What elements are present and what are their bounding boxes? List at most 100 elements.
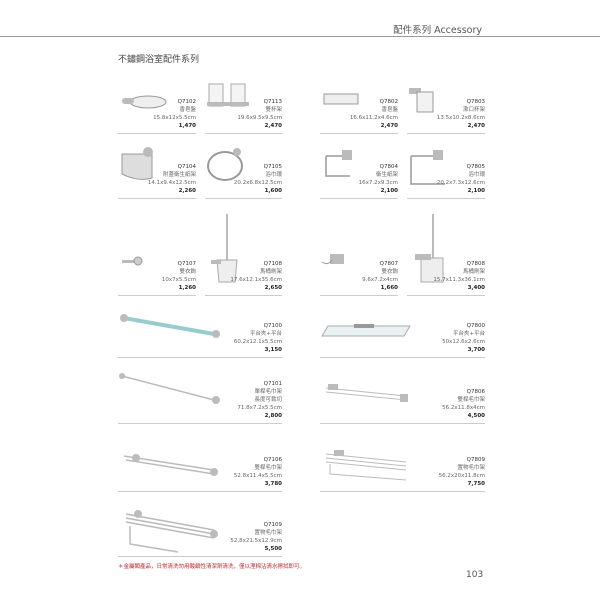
product-image (207, 148, 243, 181)
product-name: 置物毛巾架 (457, 465, 485, 471)
product-size: 52.8x11.4x5.5cm (233, 473, 282, 479)
product-q7104: Q7104 附蓋衛生紙架 14.1x9.4x12.5cm 2,260 (118, 142, 196, 199)
product-image (409, 88, 434, 113)
product-image (325, 384, 408, 402)
product-image (207, 83, 249, 107)
product-price: 3,400 (467, 285, 485, 291)
product-image (321, 254, 344, 265)
product-price: 7,750 (467, 481, 485, 487)
product-size: 50x12.6x2.6cm (442, 339, 485, 345)
product-image (122, 95, 167, 109)
product-code: Q7101 (263, 381, 282, 387)
product-q7808: Q7808 馬桶刷架 15.7x11.3x36.1cm 3,400 (407, 210, 485, 296)
product-name: 雙桿毛巾架 (457, 397, 485, 403)
page-number: 103 (466, 570, 484, 580)
product-code: Q7100 (263, 323, 282, 329)
product-size: 15.7x11.3x36.1cm (433, 277, 485, 283)
product-q7109: Q7109 置物毛巾架 52.8x21.5x12.9cm 5,500 (118, 500, 282, 557)
product-code: Q7800 (466, 323, 485, 329)
product-image (325, 450, 407, 481)
product-q7108: Q7108 馬桶刷架 17.6x12.1x35.6cm 2,650 (205, 210, 282, 296)
product-name: 浴巾環 (468, 172, 485, 178)
product-size: 10x7x5.5cm (161, 277, 196, 283)
product-code: Q7109 (263, 522, 282, 528)
product-price: 2,470 (380, 123, 398, 129)
product-code: Q7805 (466, 164, 485, 170)
product-size: 16x7.2x9.3cm (358, 180, 398, 186)
product-price: 5,500 (264, 546, 282, 552)
product-code: Q7106 (263, 457, 282, 463)
product-code: Q7804 (379, 164, 398, 170)
product-image (122, 256, 143, 266)
product-image (211, 214, 238, 283)
section-header: 配件系列 Accessory (393, 25, 482, 36)
product-name: 雙桿毛巾架 (254, 465, 282, 471)
product-image (119, 373, 220, 404)
product-price: 1,470 (178, 123, 196, 129)
product-name: 雙杯架 (265, 107, 282, 113)
product-price: 2,470 (467, 123, 485, 129)
product-q7800: Q7800 平台夾+平台 50x12.6x2.6cm 3,700 (320, 310, 485, 358)
product-size: 9.6x7.2x4cm (362, 277, 398, 283)
product-name: 香皂盤 (179, 107, 196, 113)
product-q7102: Q7102 香皂盤 15.8x12x5.5cm 1,470 (118, 82, 196, 134)
product-q7804: Q7804 衛生紙架 16x7.2x9.3cm 2,100 (320, 142, 398, 199)
product-name: 雙衣鉤 (381, 269, 398, 275)
care-note: ＊金屬類產品，日常清洗勿用酸鹼性清潔劑清洗，僅以溼棉沾清水擦拭即可。 (118, 564, 306, 570)
product-name: 香皂盤 (381, 107, 398, 113)
product-size: 20.2x7.3x12.6cm (436, 180, 485, 186)
product-name: 馬桶刷架 (462, 269, 485, 275)
product-code: Q7108 (263, 261, 282, 267)
product-image (123, 454, 218, 476)
product-q7107: Q7107 雙衣鉤 10x7x5.5cm 1,260 (118, 210, 196, 296)
product-price: 2,100 (467, 188, 485, 194)
product-price: 1,600 (264, 188, 282, 194)
product-price: 2,650 (264, 285, 282, 291)
product-name: 馬桶刷架 (259, 269, 282, 275)
product-name: 雙衣鉤 (179, 269, 196, 275)
product-q7807: Q7807 雙衣鉤 9.6x7.2x4cm 1,660 (320, 210, 398, 296)
product-size: 17.6x12.1x35.6cm (230, 277, 282, 283)
header-rule (0, 36, 600, 37)
product-q7105: Q7105 浴巾環 20.2x6.8x12.5cm 1,600 (205, 142, 282, 199)
product-code: Q7105 (263, 164, 282, 170)
product-code: Q7102 (177, 99, 196, 105)
product-image (120, 314, 220, 338)
product-price: 2,470 (264, 123, 282, 129)
product-size: 56.2x11.8x4cm (442, 405, 485, 411)
product-price: 2,100 (380, 188, 398, 194)
product-image (415, 214, 444, 283)
product-image (321, 324, 411, 337)
product-q7100: Q7100 平台夾+平台 60.2x12.1x5.5cm 3,150 (118, 310, 282, 358)
product-size: 19.6x9.5x9.5cm (237, 115, 282, 121)
product-code: Q7803 (466, 99, 485, 105)
product-size: 16.6x11.2x4.6cm (349, 115, 398, 121)
product-size: 60.2x12.1x5.5cm (233, 339, 282, 345)
product-price: 1,660 (380, 285, 398, 291)
product-price: 2,260 (178, 188, 196, 194)
product-size: 52.8x21.5x12.9cm (230, 538, 282, 544)
product-q7106: Q7106 雙桿毛巾架 52.8x11.4x5.5cm 3,780 (118, 440, 282, 492)
product-size: 14.1x9.4x12.5cm (147, 180, 196, 186)
product-image (325, 150, 352, 177)
product-size: 13.5x10.2x8.6cm (436, 115, 485, 121)
product-code: Q7113 (263, 99, 282, 105)
product-name: 置物毛巾架 (254, 530, 282, 536)
product-q7805: Q7805 浴巾環 20.2x7.3x12.6cm 2,100 (407, 142, 485, 199)
product-name: 漱口杯架 (462, 107, 485, 113)
product-size: 71.8x7.2x5.5cm (237, 405, 282, 411)
product-price: 3,700 (467, 347, 485, 353)
product-price: 3,780 (264, 481, 282, 487)
product-price: 1,260 (178, 285, 196, 291)
product-image (125, 510, 218, 553)
product-size: 15.8x12x5.5cm (153, 115, 196, 121)
product-code: Q7807 (379, 261, 398, 267)
product-image (323, 93, 359, 105)
product-note: 長度可裁切 (254, 397, 282, 403)
product-name: 單桿毛巾架 (254, 389, 282, 395)
product-name: 附蓋衛生紙架 (162, 172, 196, 178)
product-name: 平台夾+平台 (249, 331, 282, 337)
product-code: Q7806 (466, 389, 485, 395)
product-price: 2,800 (264, 413, 282, 419)
product-image (410, 150, 445, 185)
